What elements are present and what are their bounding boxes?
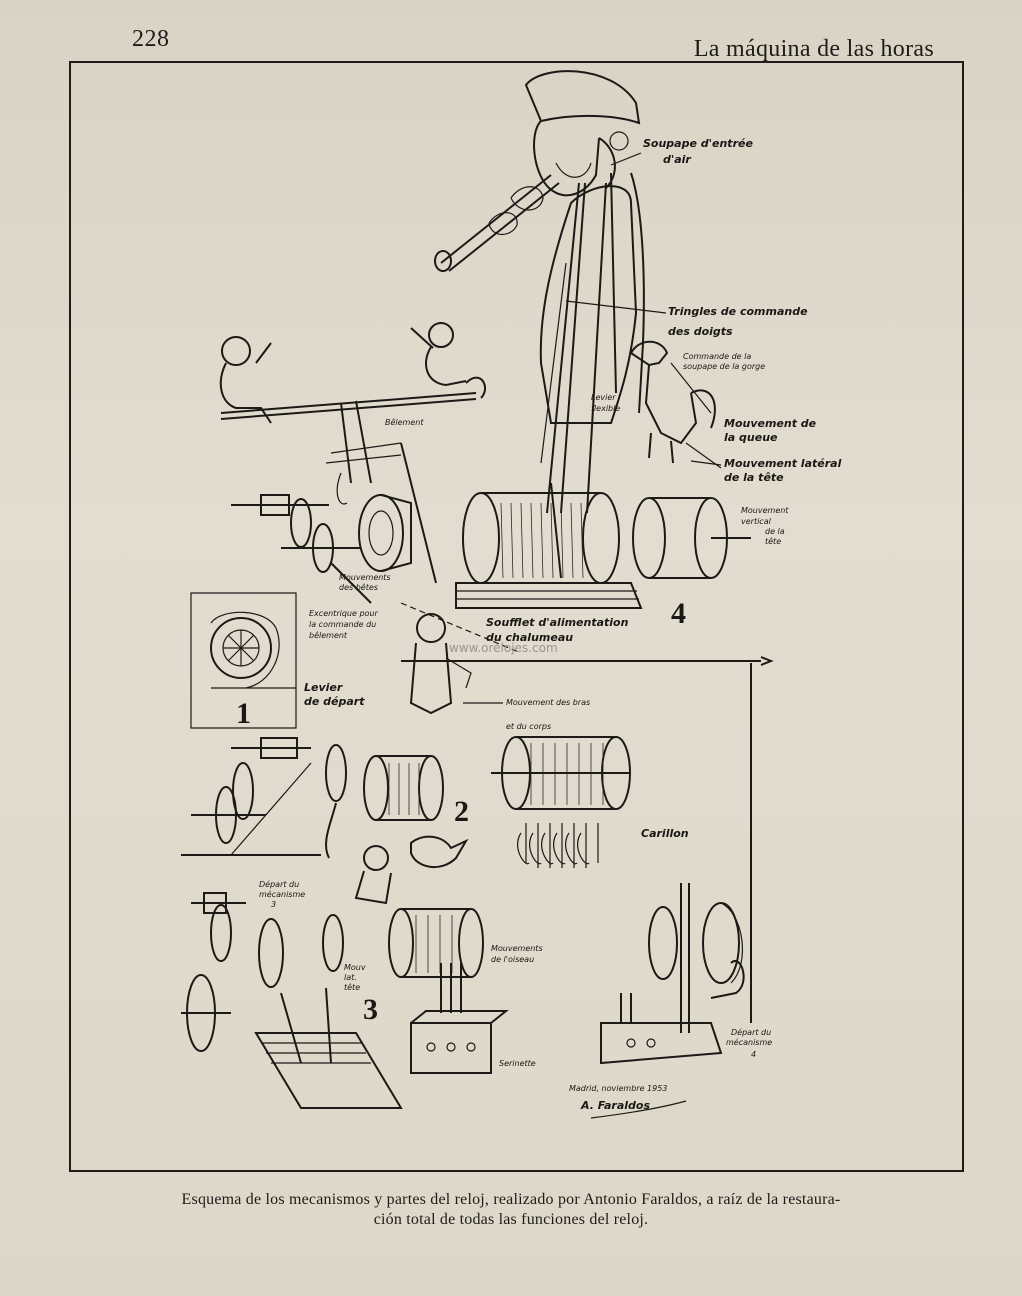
svg-text:Mouvements: Mouvements [491, 944, 543, 953]
label-mouvements-oiseau: Mouvements de l'oiseau [491, 944, 543, 964]
label-belement: Bêlement [385, 417, 424, 427]
svg-text:Mouvement des bras: Mouvement des bras [506, 698, 590, 707]
figure-frame: Soupape d'entrée d'air Tringles de comma… [69, 61, 964, 1172]
label-levier-flexible: Levier flexible [591, 393, 620, 413]
upper-left-gears [231, 494, 412, 604]
section-2-mechanism [181, 613, 472, 859]
label-depart-mecanisme-3: Départ du mécanisme 3 [259, 879, 305, 909]
svg-text:des bêtes: des bêtes [339, 582, 378, 592]
svg-text:flexible: flexible [591, 404, 620, 413]
section-number-3: 3 [363, 993, 378, 1026]
section-3-mechanism [181, 835, 484, 1109]
section-4-drums [455, 482, 751, 609]
label-depart-mecanisme-4: Départ du mécanisme 4 [726, 1027, 772, 1059]
signature-date: Madrid, noviembre 1953 [569, 1084, 667, 1093]
label-mouvement-bras: Mouvement des bras et du corps [463, 698, 590, 731]
shepherd-figure [434, 70, 645, 514]
label-carillon: Carillon [641, 827, 689, 840]
label-mouvement-lateral: Mouvement latéral de la tête [690, 457, 842, 484]
svg-text:Levier: Levier [304, 681, 343, 694]
svg-text:Commande de la: Commande de la [683, 352, 751, 361]
running-title: La máquina de las horas [693, 36, 934, 62]
svg-text:soupape de la gorge: soupape de la gorge [683, 362, 765, 371]
label-soufflet: Soufflet d'alimentation du chalumeau [486, 616, 629, 644]
carillon-drum [491, 736, 631, 868]
watermark: www.orelojes.com [449, 641, 558, 655]
dog-figure [629, 340, 722, 469]
svg-text:de l'oiseau: de l'oiseau [491, 955, 534, 964]
label-tringles: Tringles de commande des doigts [565, 300, 808, 338]
svg-text:Mouv: Mouv [344, 963, 366, 972]
svg-text:4: 4 [751, 1050, 756, 1059]
svg-text:tête: tête [765, 536, 781, 546]
label-excentrique: Excentrique pour la commande du bêlement [309, 609, 378, 640]
label-mouvements-betes: Mouvements des bêtes [339, 573, 391, 592]
svg-text:Soupape d'entrée: Soupape d'entrée [643, 137, 753, 150]
svg-text:Mouvement de: Mouvement de [724, 417, 817, 430]
caption-line-1: Esquema de los mecanismos y partes del r… [181, 1191, 841, 1208]
svg-text:tête: tête [344, 982, 360, 992]
svg-text:la commande du: la commande du [309, 620, 376, 629]
caption-line-2: ción total de todas las funciones del re… [373, 1211, 649, 1228]
svg-text:et du corps: et du corps [506, 722, 551, 731]
signature: A. Faraldos [580, 1099, 650, 1112]
svg-text:la queue: la queue [724, 431, 778, 444]
svg-text:Soufflet d'alimentation: Soufflet d'alimentation [486, 616, 629, 629]
seesaw-figures [219, 322, 486, 584]
signature-flourish [590, 1100, 687, 1119]
svg-text:des doigts: des doigts [668, 325, 733, 338]
label-commande-gorge: Commande de la soupape de la gorge [683, 352, 765, 371]
label-mouv-lat-tete: Mouv lat. tête [344, 963, 366, 992]
figure-caption: Esquema de los mecanismos y partes del r… [100, 1190, 922, 1230]
label-levier-depart: Levier de départ [304, 681, 365, 708]
svg-text:Excentrique pour: Excentrique pour [309, 609, 378, 618]
svg-text:Tringles de commande: Tringles de commande [668, 305, 808, 318]
label-soupape: Soupape d'entrée d'air [610, 137, 753, 166]
section-number-2: 2 [454, 795, 469, 828]
depart-mecanisme-4 [401, 656, 774, 1065]
svg-text:d'air: d'air [663, 153, 691, 166]
label-mouvement-vertical: Mouvement vertical de la tête [741, 506, 789, 546]
serinette-box [410, 963, 509, 1074]
svg-text:mécanisme: mécanisme [726, 1037, 772, 1047]
svg-text:bêlement: bêlement [309, 630, 348, 640]
svg-text:Levier: Levier [591, 393, 616, 402]
svg-text:de départ: de départ [304, 695, 365, 708]
svg-text:Mouvements: Mouvements [339, 573, 391, 582]
svg-text:du chalumeau: du chalumeau [486, 631, 573, 644]
svg-text:Départ du: Départ du [259, 879, 299, 889]
section-number-4: 4 [671, 597, 686, 630]
page-number: 228 [132, 26, 170, 52]
svg-text:de la tête: de la tête [724, 471, 784, 484]
svg-text:mécanisme: mécanisme [259, 889, 305, 899]
svg-text:Mouvement: Mouvement [741, 506, 789, 515]
svg-text:Départ du: Départ du [731, 1027, 771, 1037]
svg-text:lat.: lat. [344, 973, 357, 982]
label-serinette: Serinette [499, 1059, 536, 1068]
section-number-1: 1 [236, 697, 251, 730]
svg-text:3: 3 [271, 900, 276, 909]
svg-text:Mouvement latéral: Mouvement latéral [724, 457, 842, 470]
mechanism-schematic: Soupape d'entrée d'air Tringles de comma… [181, 70, 842, 1119]
label-mouvement-queue: Mouvement de la queue [724, 417, 817, 444]
svg-text:de la: de la [765, 527, 785, 536]
svg-text:vertical: vertical [741, 517, 772, 526]
section-1-inset [190, 592, 297, 729]
